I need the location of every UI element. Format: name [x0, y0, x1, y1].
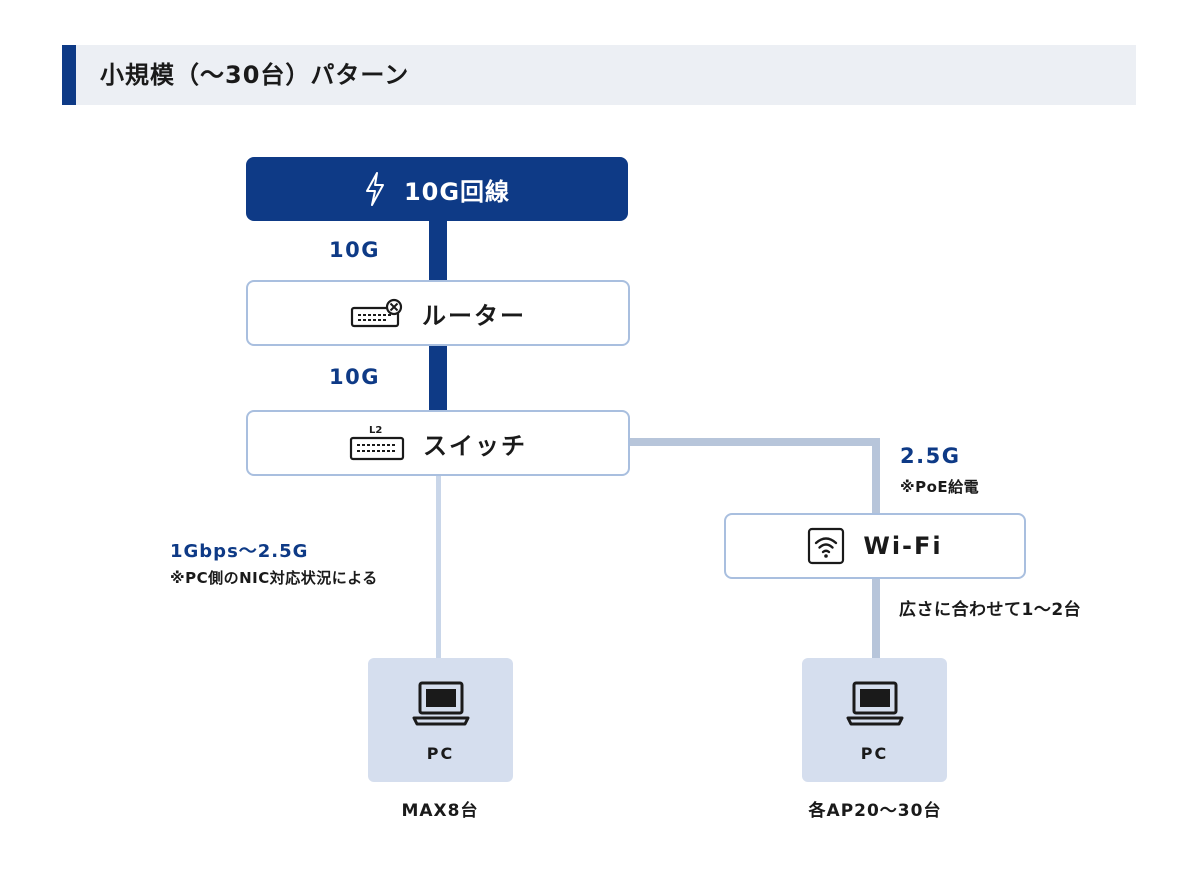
wifi-icon	[807, 527, 845, 565]
link-switch-wifi-vertical	[872, 438, 880, 516]
wireless-pc-caption: 各AP20〜30台	[808, 801, 942, 821]
router-node: ルーター	[246, 280, 630, 346]
switch-node: L2 スイッチ	[246, 410, 630, 476]
wired-pc-label: PC	[426, 744, 455, 763]
wifi-label: Wi-Fi	[863, 532, 943, 560]
wired-pc-card: PC	[368, 658, 513, 782]
page-title: 小規模（〜30台）パターン	[100, 61, 410, 89]
link-switch-pc	[436, 474, 441, 660]
link-label-wifi-pc-note: 広さに合わせて1〜2台	[899, 600, 1082, 620]
wireless-pc-card: PC	[802, 658, 947, 782]
link-label-switch-wifi-note: ※PoE給電	[900, 478, 980, 496]
link-label-switch-wifi-speed: 2.5G	[900, 444, 961, 468]
link-router-switch	[429, 344, 447, 412]
switch-label: スイッチ	[423, 431, 527, 460]
wifi-node: Wi-Fi	[724, 513, 1026, 579]
laptop-icon	[410, 680, 472, 732]
switch-icon-text: L2	[369, 425, 382, 436]
lightning-icon	[364, 172, 386, 206]
link-switch-wifi-horizontal	[628, 438, 880, 446]
router-icon	[350, 297, 404, 329]
wireless-pc-label: PC	[860, 744, 889, 763]
link-label-switch-pc-speed: 1Gbps〜2.5G	[170, 541, 309, 562]
link-label-switch-pc-note: ※PC側のNIC対応状況による	[170, 569, 378, 587]
internet-line-node: 10G回線	[246, 157, 628, 221]
link-wifi-pc	[872, 577, 880, 661]
wired-pc-caption: MAX8台	[401, 801, 479, 821]
link-label-router-switch: 10G	[329, 365, 380, 389]
laptop-icon	[844, 680, 906, 732]
link-internet-router	[429, 218, 447, 282]
header-accent-bar	[62, 45, 76, 105]
link-label-internet-router: 10G	[329, 238, 380, 262]
internet-line-label: 10G回線	[403, 177, 511, 206]
switch-icon: L2	[349, 423, 405, 463]
section-header: 小規模（〜30台）パターン	[62, 45, 1136, 105]
router-label: ルーター	[422, 301, 526, 330]
